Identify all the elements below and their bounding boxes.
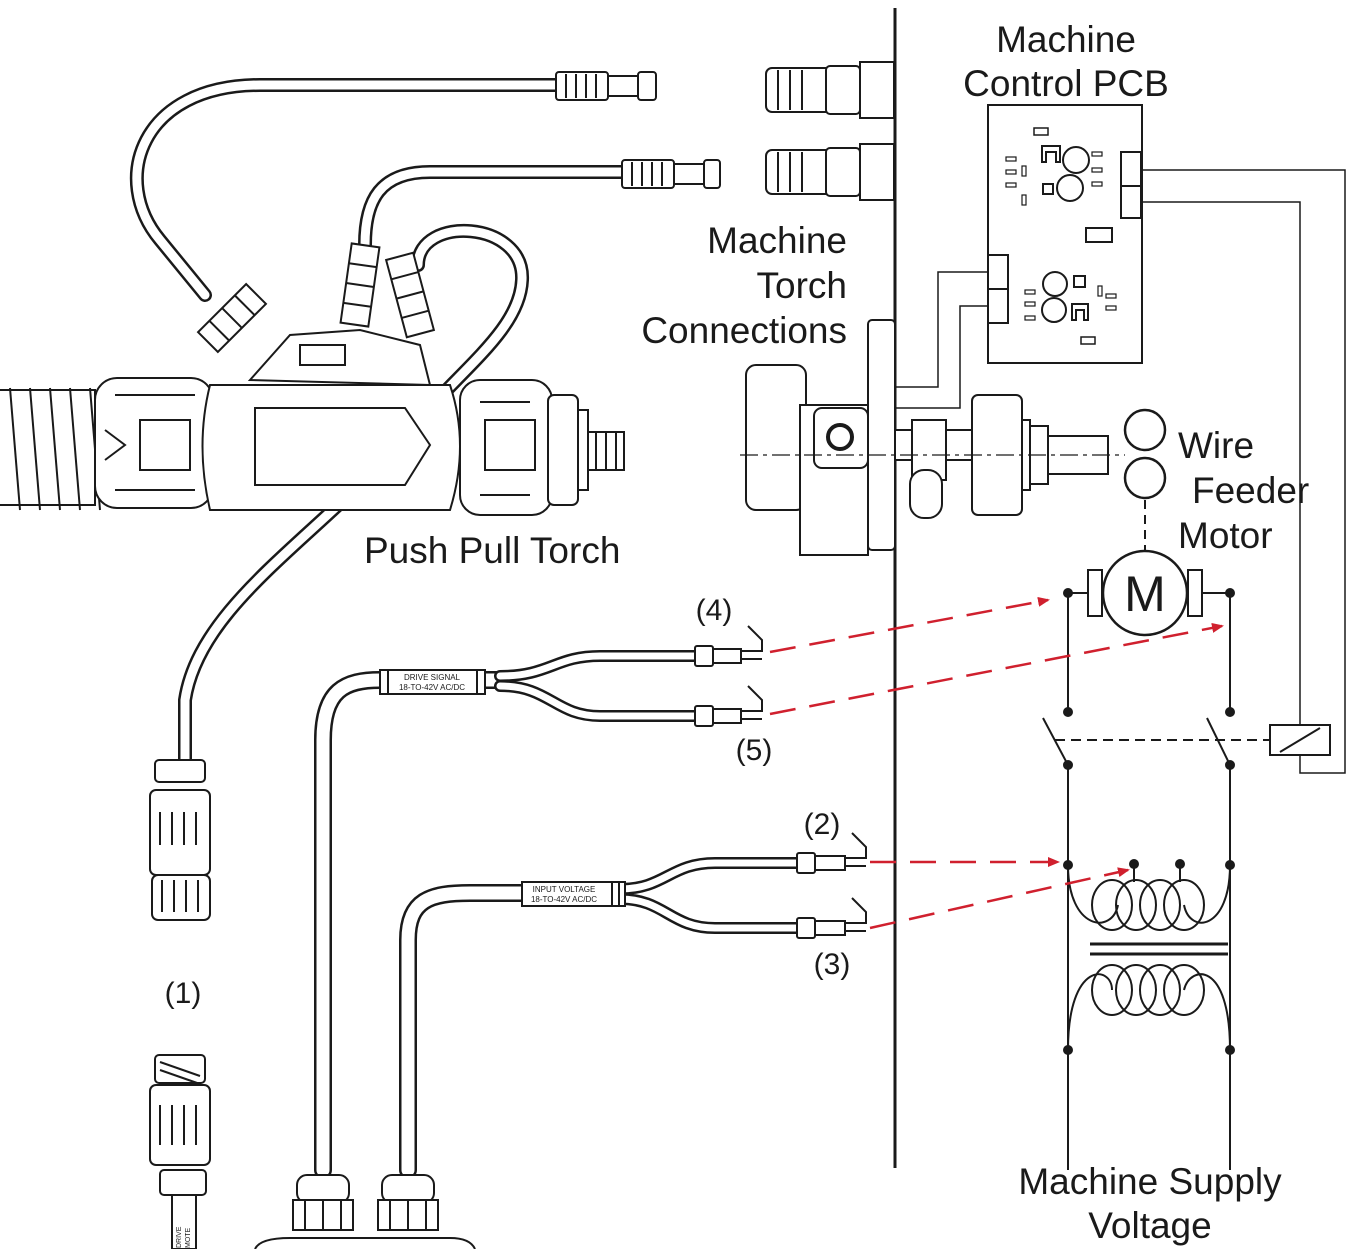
- torch-cable-connector-upper: [149, 759, 211, 921]
- push-pull-torch-body: [0, 328, 625, 516]
- arrow-4-to-motor: [769, 596, 1050, 654]
- machine-supply-voltage-line1: Machine Supply: [1018, 1161, 1282, 1202]
- transformer-icon: [1067, 864, 1231, 1051]
- torch-connections-label-line2: Torch: [757, 265, 847, 306]
- machine-coupler-bottom: [765, 143, 895, 201]
- push-pull-torch-label: Push Pull Torch: [364, 530, 620, 571]
- torch-cable-connector-lower: [149, 1054, 211, 1249]
- torch-connections-label-line1: Machine: [707, 220, 847, 261]
- torch-cable-label-2: MOTE: [185, 1227, 192, 1248]
- drive-signal-sleeve-line1: DRIVE SIGNAL: [404, 673, 461, 682]
- arrow-5-to-motor: [769, 623, 1224, 716]
- torch-cable-label-1: DRIVE: [176, 1226, 183, 1248]
- wire-feeder-motor-line3: Motor: [1178, 515, 1273, 556]
- callout-1: (1): [165, 977, 202, 1010]
- input-voltage-cable: [399, 857, 811, 1179]
- input-voltage-sleeve-line2: 18-TO-42V AC/DC: [531, 895, 597, 904]
- connector-plug-icon: [555, 71, 657, 101]
- callout-5: (5): [736, 734, 773, 767]
- machine-supply-voltage-line2: Voltage: [1088, 1205, 1211, 1246]
- callout-3: (3): [814, 948, 851, 981]
- cable-glands: [254, 1174, 476, 1249]
- relay-coil-icon: [1269, 724, 1331, 756]
- input-voltage-sleeve-line1: INPUT VOLTAGE: [533, 885, 596, 894]
- motor-symbol: M: [1124, 566, 1166, 622]
- motor-icon: M: [1087, 549, 1203, 637]
- pcb-label-line1: Machine: [996, 19, 1136, 60]
- wire-feeder-motor-line2: Feeder: [1192, 470, 1309, 511]
- circuit-nodes: [1063, 588, 1235, 1055]
- drive-signal-sleeve-line2: 18-TO-42V AC/DC: [399, 683, 465, 692]
- torch-connections-label-line3: Connections: [641, 310, 847, 351]
- hose-strain-reliefs: [196, 242, 436, 354]
- input-voltage-terminals: [796, 832, 867, 939]
- machine-coupler-top: [765, 61, 895, 119]
- drive-signal-terminals: [694, 625, 763, 727]
- connector-plug-icon: [621, 159, 721, 189]
- machine-control-pcb: [987, 104, 1143, 364]
- pcb-wiring: [895, 169, 1346, 774]
- callout-4: (4): [696, 594, 733, 627]
- input-voltage-sleeve: INPUT VOLTAGE 18-TO-42V AC/DC: [521, 881, 626, 907]
- machine-torch-connection: [740, 319, 1125, 556]
- drive-signal-cable: [314, 650, 706, 1179]
- feed-rollers: [1123, 408, 1167, 567]
- motor-circuit: [1067, 592, 1231, 1170]
- connection-arrows: [769, 596, 1224, 930]
- drive-signal-sleeve: DRIVE SIGNAL 18-TO-42V AC/DC: [379, 669, 486, 695]
- callout-2: (2): [804, 808, 841, 841]
- pcb-label-line2: Control PCB: [963, 63, 1169, 104]
- switch-icon: [1042, 717, 1270, 766]
- torch-hoses: [130, 78, 637, 772]
- arrow-3-to-transformer: [869, 867, 1130, 930]
- wire-feeder-motor-line1: Wire: [1178, 425, 1254, 466]
